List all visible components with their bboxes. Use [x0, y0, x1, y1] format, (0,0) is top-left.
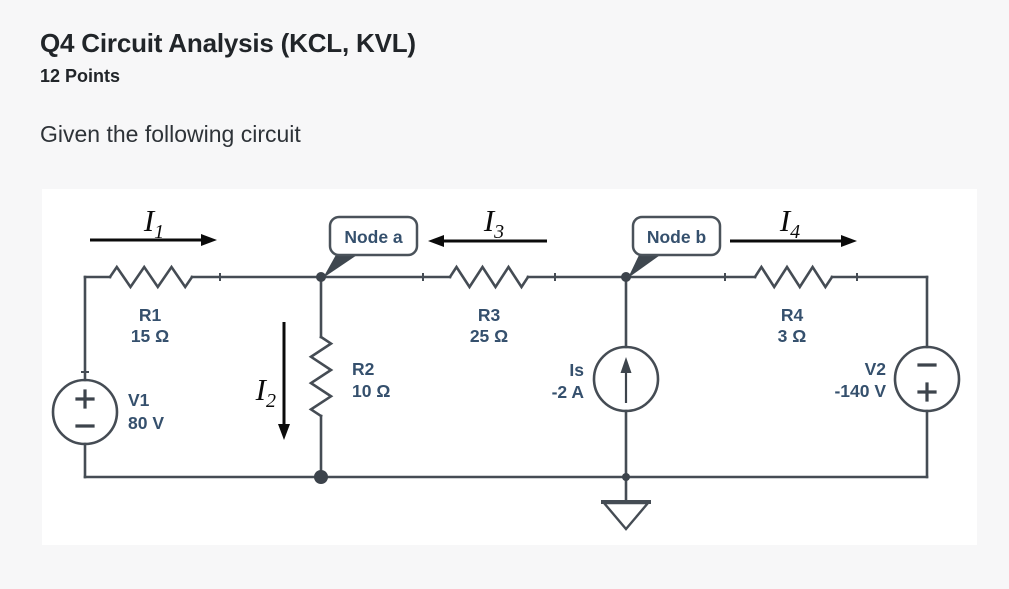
intro-text: Given the following circuit — [40, 121, 301, 147]
resistor-r2: R2 10 Ω — [308, 335, 390, 418]
resistor-zigzag — [753, 264, 834, 290]
source-circle — [51, 378, 119, 446]
current-arrow-i3: I3 — [428, 203, 547, 247]
current-arrow-i1: I1 — [90, 203, 217, 246]
ground-junction-dot — [622, 473, 630, 481]
callout-box — [328, 215, 419, 257]
node-a-dot — [316, 272, 326, 282]
ground-symbol — [601, 475, 651, 531]
circuit-diagram: R1 15 Ω R3 25 Ω R4 3 Ω R2 10 Ω — [51, 203, 961, 531]
resistor-r4: R4 3 Ω — [753, 264, 834, 346]
i2-label: I2 — [255, 372, 276, 412]
question-title: Q4 Circuit Analysis (KCL, KVL) — [40, 28, 416, 58]
circuit-canvas: R1 15 Ω R3 25 Ω R4 3 Ω R2 10 Ω — [42, 189, 977, 545]
voltage-source-v1: V1 80 V — [51, 378, 164, 446]
node-a-callout: Node a — [323, 215, 419, 278]
i3-label: I3 — [483, 203, 504, 243]
plus-icon — [75, 389, 95, 409]
i1-label: I1 — [143, 203, 164, 243]
node-b-dot — [621, 272, 631, 282]
voltage-source-v2: V2 -140 V — [834, 345, 961, 413]
r3-value: 25 Ω — [470, 326, 508, 346]
source-circle — [893, 345, 961, 413]
r1-value: 15 Ω — [131, 326, 169, 346]
r2-value: 10 Ω — [352, 381, 390, 401]
current-arrow-i2: I2 — [255, 322, 290, 440]
resistor-r3: R3 25 Ω — [448, 264, 530, 346]
question-points: 12 Points — [40, 66, 121, 86]
plus-icon — [917, 382, 937, 402]
callout-tail — [628, 253, 663, 278]
arrowhead-right — [841, 235, 857, 247]
current-arrow-i4: I4 — [730, 203, 857, 247]
v2-name: V2 — [865, 359, 887, 379]
is-value: -2 A — [552, 382, 585, 402]
node-b-callout: Node b — [628, 215, 722, 278]
current-source-is: Is -2 A — [552, 345, 660, 413]
circuit-wires — [81, 273, 929, 479]
resistor-zigzag — [108, 264, 194, 290]
r4-name: R4 — [781, 305, 804, 325]
r1-name: R1 — [139, 305, 162, 325]
callout-box — [631, 215, 722, 257]
arrowhead-right — [201, 234, 217, 246]
is-name: Is — [569, 360, 584, 380]
node-a-label: Node a — [344, 227, 403, 247]
callout-tail — [323, 253, 360, 278]
arrowhead-down — [278, 424, 290, 440]
r4-value: 3 Ω — [778, 326, 807, 346]
v1-name: V1 — [128, 390, 150, 410]
i4-label: I4 — [779, 203, 800, 243]
source-circle — [592, 345, 660, 413]
bottom-junction-dot — [314, 470, 328, 484]
arrowhead-left — [428, 235, 444, 247]
up-arrow-icon — [620, 357, 632, 403]
node-b-label: Node b — [647, 227, 706, 247]
v2-value: -140 V — [834, 381, 886, 401]
resistor-zigzag — [448, 264, 530, 290]
resistor-zigzag — [308, 335, 334, 418]
v1-value: 80 V — [128, 413, 164, 433]
resistor-r1: R1 15 Ω — [108, 264, 194, 346]
r2-name: R2 — [352, 359, 375, 379]
r3-name: R3 — [478, 305, 501, 325]
